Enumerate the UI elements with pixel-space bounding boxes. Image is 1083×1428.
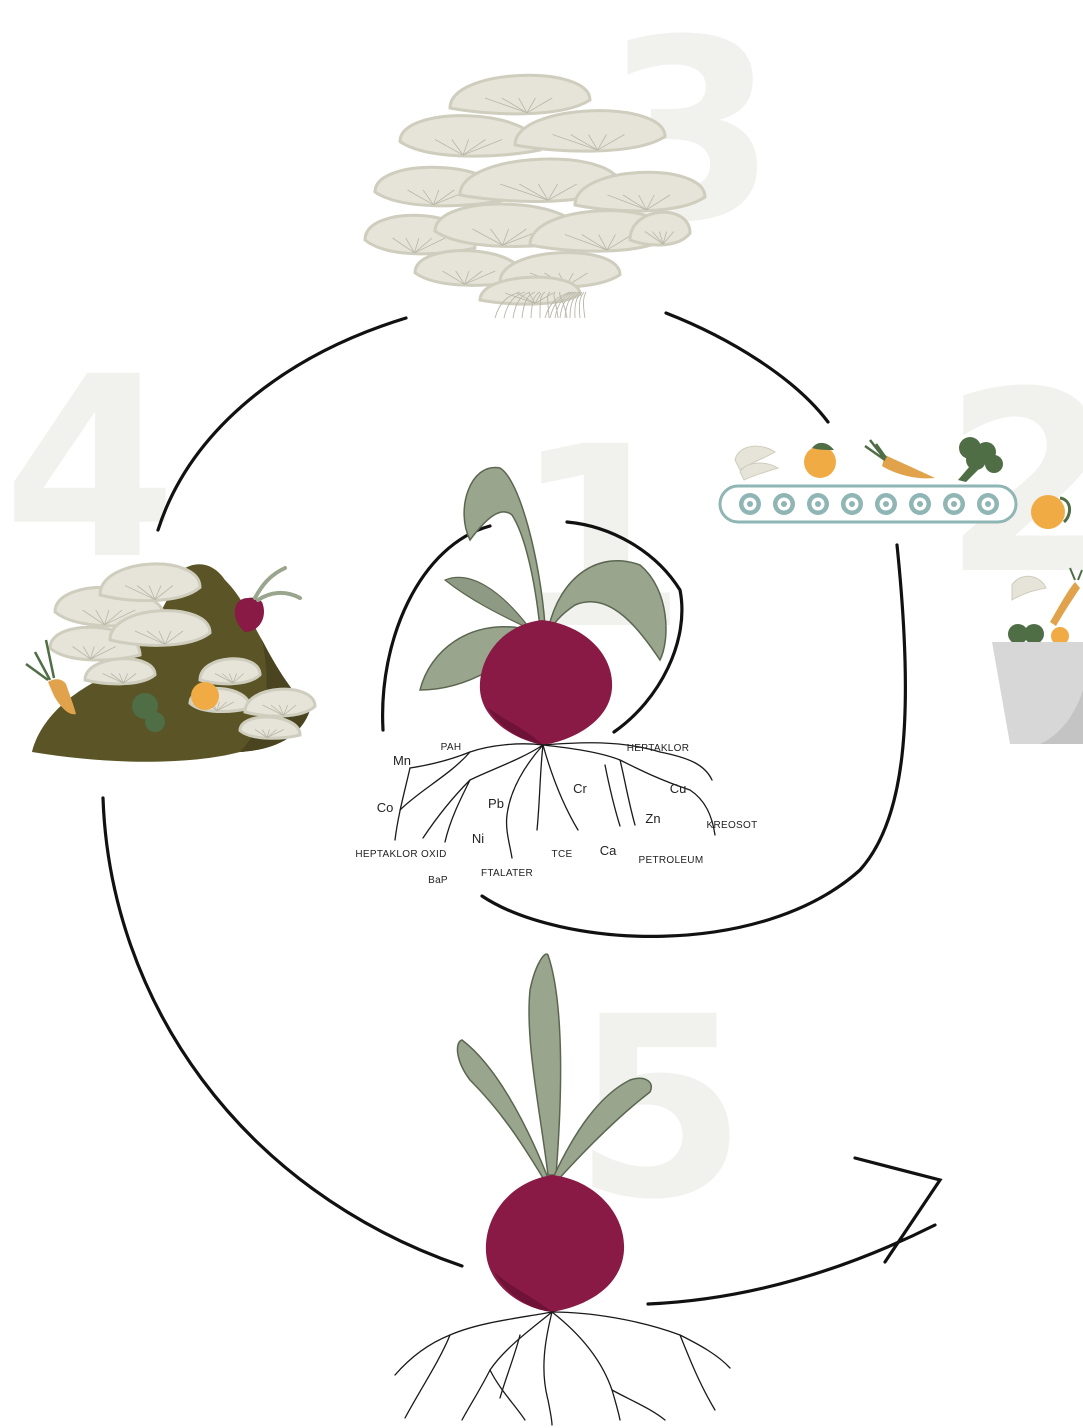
carrot-icon (865, 440, 935, 478)
arc-3-to-2 (666, 313, 828, 422)
contaminant-label-heptaklor: HEPTAKLOR (627, 743, 690, 754)
conveyor-belt (720, 486, 1016, 522)
mushroom-small-icon (735, 446, 778, 480)
beet-roots (395, 743, 715, 858)
bucket-icon (992, 624, 1083, 744)
contaminant-label-zn: Zn (645, 811, 660, 826)
mushroom-cap (515, 111, 665, 151)
orange-icon (804, 443, 836, 478)
contaminant-label-tce: TCE (552, 849, 573, 860)
harvested-beet-roots (395, 1312, 730, 1425)
contaminant-label-ca: Ca (600, 843, 617, 858)
contaminant-label-bap: BaP (428, 875, 448, 886)
mushroom-cap (85, 659, 155, 684)
contaminant-label-cu: Cu (670, 781, 687, 796)
contaminant-label-pah: PAH (441, 742, 462, 753)
compost-orange-icon (191, 682, 219, 710)
contaminant-label-ftalater: FTALATER (481, 868, 533, 879)
arc-4-to-3 (158, 318, 406, 530)
mushroom-cap (450, 75, 590, 114)
compost-heap-icon (26, 564, 315, 762)
arrow-head (855, 1158, 940, 1262)
contaminant-label-heptaklor-oxid: HEPTAKLOR OXID (355, 849, 446, 860)
contaminant-label-co: Co (377, 800, 394, 815)
contaminant-label-pb: Pb (488, 796, 504, 811)
contaminant-label-ni: Ni (472, 831, 484, 846)
contaminant-label-mn: Mn (393, 753, 411, 768)
contaminant-label-cr: Cr (573, 781, 587, 796)
compost-beet-icon (235, 568, 300, 632)
contaminant-label-kreosot: KREOSOT (707, 820, 758, 831)
inner-ring-left (383, 526, 490, 730)
contaminant-label-petroleum: PETROLEUM (639, 855, 704, 866)
arc-4-to-5 (103, 798, 462, 1266)
